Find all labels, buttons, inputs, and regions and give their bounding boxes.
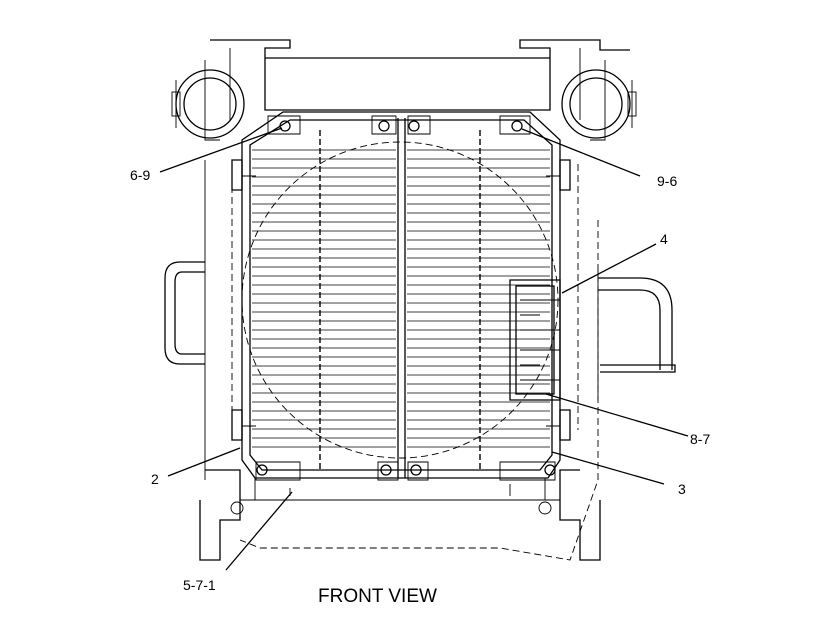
radiator-core (241, 111, 561, 479)
left-side-brackets (231, 159, 256, 441)
callout-label-5-7-1: 5-7-1 (183, 577, 216, 593)
top-mounting-bolts (267, 115, 531, 135)
callout-label-9-6: 9-6 (657, 173, 677, 189)
left-pipe-flange (171, 69, 245, 139)
oil-cooler-assembly (509, 270, 676, 401)
callout-leaders (159, 127, 689, 571)
top-frame (204, 39, 630, 141)
right-side-brackets (546, 159, 571, 441)
callout-label-6-9: 6-9 (130, 167, 150, 183)
callout-label-4: 4 (660, 231, 668, 247)
callout-label-3: 3 (678, 481, 686, 497)
lower-frame (199, 469, 601, 561)
view-caption: FRONT VIEW (318, 586, 437, 607)
right-pipe-flange (561, 69, 637, 139)
radiator-fins (252, 130, 550, 470)
callout-label-8-7: 8-7 (690, 431, 710, 447)
bottom-mounting-bolts (255, 461, 556, 481)
callout-label-2: 2 (151, 471, 159, 487)
shroud-outline (231, 164, 599, 561)
left-handle (164, 261, 205, 365)
